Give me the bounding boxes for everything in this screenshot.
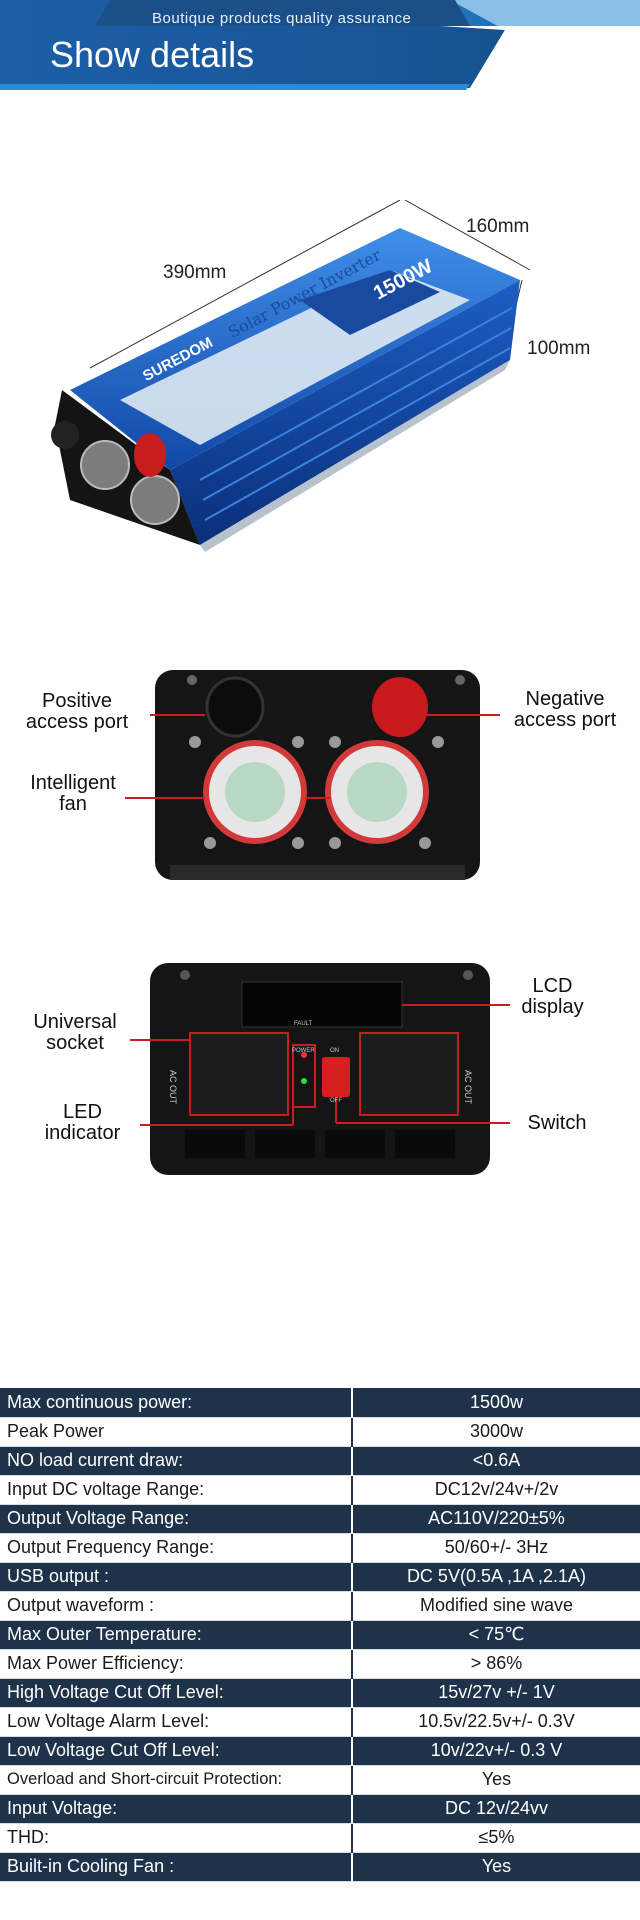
dimension-width: 160mm [466,216,530,237]
table-row: Output waveform :Modified sine wave [0,1591,640,1621]
spec-value: < 75℃ [352,1620,640,1650]
header-banner: Boutique products quality assurance Show… [0,0,640,92]
table-row: Input DC voltage Range:DC12v/24v+/2v [0,1475,640,1505]
callout-lcd-display: LCD display [521,975,584,1018]
spec-value: > 86% [352,1649,640,1679]
callout-positive-port: Positive access port [25,690,129,733]
table-row: Low Voltage Cut Off Level:10v/22v+/- 0.3… [0,1736,640,1766]
spec-label: High Voltage Cut Off Level: [0,1678,353,1708]
spec-value: Modified sine wave [352,1591,640,1621]
table-row: Built-in Cooling Fan :Yes [0,1852,640,1882]
spec-value: ≤5% [352,1823,640,1853]
spec-value: DC 12v/24vv [352,1794,640,1824]
spec-label: Output Frequency Range: [0,1533,353,1563]
dimension-height: 100mm [527,338,591,359]
table-row: Output Frequency Range:50/60+/- 3Hz [0,1533,640,1563]
product-dimensions-section: 160mm 390mm 100mm SUREDOM Solar Power In… [0,199,640,590]
spec-value: 3000w [352,1417,640,1447]
callout-led-indicator: LED indicator [44,1101,121,1144]
spec-label: Overload and Short-circuit Protection: [0,1765,353,1795]
banner-background [0,0,640,90]
ac-out-left-label: AC OUT [168,1070,178,1105]
table-row: Input Voltage:DC 12v/24vv [0,1794,640,1824]
spec-value: DC 5V(0.5A ,1A ,2.1A) [352,1562,640,1592]
spec-value: 10.5v/22.5v+/- 0.3V [352,1707,640,1737]
spec-value: 1500w [352,1388,640,1418]
spec-value: Yes [352,1765,640,1795]
spec-value: DC12v/24v+/2v [352,1475,640,1505]
spec-label: USB output : [0,1562,353,1592]
callout-intelligent-fan: Intelligent fan [30,772,116,815]
spec-label: Output waveform : [0,1591,353,1621]
table-row: Max Power Efficiency:> 86% [0,1649,640,1679]
banner-subtitle: Boutique products quality assurance [152,10,412,27]
rear-panel-section: Universal socket LCD display LED indicat… [0,955,640,1185]
spec-label: Built-in Cooling Fan : [0,1852,353,1882]
spec-value: 10v/22v+/- 0.3 V [352,1736,640,1766]
spec-value: <0.6A [352,1446,640,1476]
spec-value: Yes [352,1852,640,1882]
table-row: Low Voltage Alarm Level:10.5v/22.5v+/- 0… [0,1707,640,1737]
table-row: THD:≤5% [0,1823,640,1853]
spec-label: Low Voltage Alarm Level: [0,1707,353,1737]
table-row: USB output :DC 5V(0.5A ,1A ,2.1A) [0,1562,640,1592]
spec-label: THD: [0,1823,353,1853]
callout-universal-socket: Universal socket [33,1011,117,1054]
spec-label: NO load current draw: [0,1446,353,1476]
spec-label: Low Voltage Cut Off Level: [0,1736,353,1766]
front-panel-section: Positive access port Negative access por… [0,660,640,890]
power-label: POWER [292,1048,315,1054]
rear-panel-illustration [130,963,510,1175]
spec-value: 15v/27v +/- 1V [352,1678,640,1708]
table-row: Max continuous power:1500w [0,1388,640,1418]
table-row: Output Voltage Range:AC110V/220±5% [0,1504,640,1534]
ac-out-right-label: AC OUT [463,1070,473,1105]
spec-label: Max Outer Temperature: [0,1620,353,1650]
spec-value: 50/60+/- 3Hz [352,1533,640,1563]
spec-label: Output Voltage Range: [0,1504,353,1534]
callout-negative-port: Negative access port [513,688,617,731]
spec-label: Input Voltage: [0,1794,353,1824]
spec-label: Peak Power [0,1417,353,1447]
callout-switch: Switch [527,1112,587,1134]
table-row: High Voltage Cut Off Level:15v/27v +/- 1… [0,1678,640,1708]
inverter-illustration [51,199,531,552]
dimension-length: 390mm [163,262,227,283]
spec-label: Input DC voltage Range: [0,1475,353,1505]
table-row: NO load current draw:<0.6A [0,1446,640,1476]
table-row: Max Outer Temperature:< 75℃ [0,1620,640,1650]
spec-value: AC110V/220±5% [352,1504,640,1534]
switch-off-label: OFF [330,1098,342,1104]
banner-title: Show details [50,34,255,75]
spec-label: Max Power Efficiency: [0,1649,353,1679]
front-panel-illustration [125,670,500,880]
spec-label: Max continuous power: [0,1388,353,1418]
switch-on-label: ON [330,1048,339,1054]
table-row: Overload and Short-circuit Protection:Ye… [0,1765,640,1795]
fault-label: FAULT [294,1021,313,1027]
